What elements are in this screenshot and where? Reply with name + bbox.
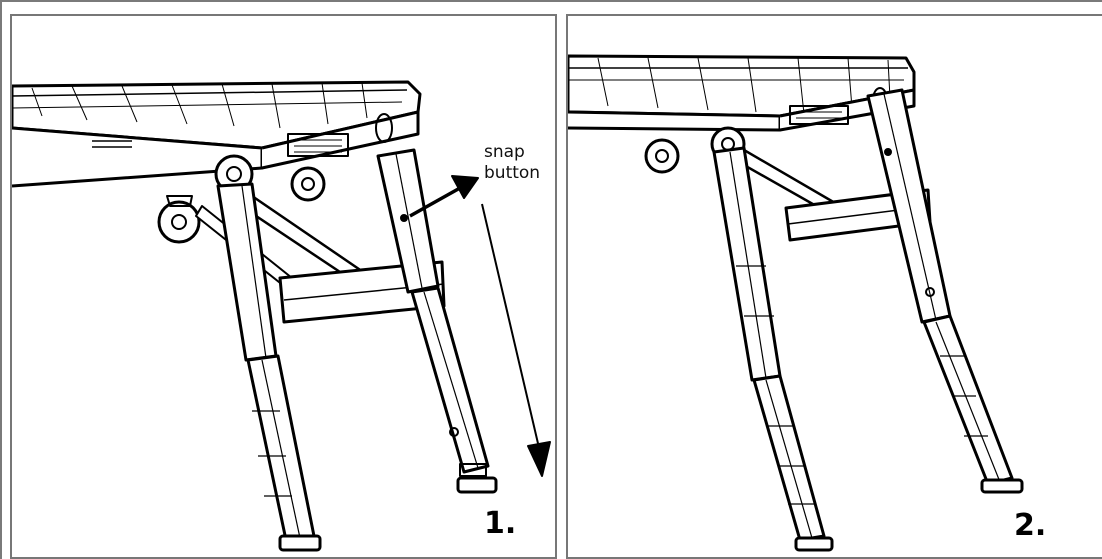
snap-button-label: snap button bbox=[484, 142, 540, 184]
front-leg bbox=[214, 154, 322, 552]
rear-leg bbox=[376, 148, 498, 494]
callout-line: button bbox=[484, 163, 541, 183]
table-top bbox=[568, 54, 916, 132]
downward-arrow bbox=[481, 203, 551, 477]
step-number: 2. bbox=[1014, 508, 1047, 543]
step-1-panel: snap button 1. bbox=[10, 14, 557, 559]
rear-leg bbox=[866, 88, 1024, 494]
step-2-panel: 2. bbox=[566, 14, 1102, 559]
step-number: 1. bbox=[484, 506, 517, 541]
front-leg bbox=[710, 126, 834, 552]
caster-wheels bbox=[157, 166, 326, 244]
step-1-illustration bbox=[12, 80, 551, 552]
step-2-illustration bbox=[568, 54, 1024, 552]
callout-line: snap bbox=[484, 142, 525, 162]
callout-arrow bbox=[409, 175, 479, 218]
table-top bbox=[12, 80, 422, 188]
caster-wheel bbox=[644, 138, 680, 174]
